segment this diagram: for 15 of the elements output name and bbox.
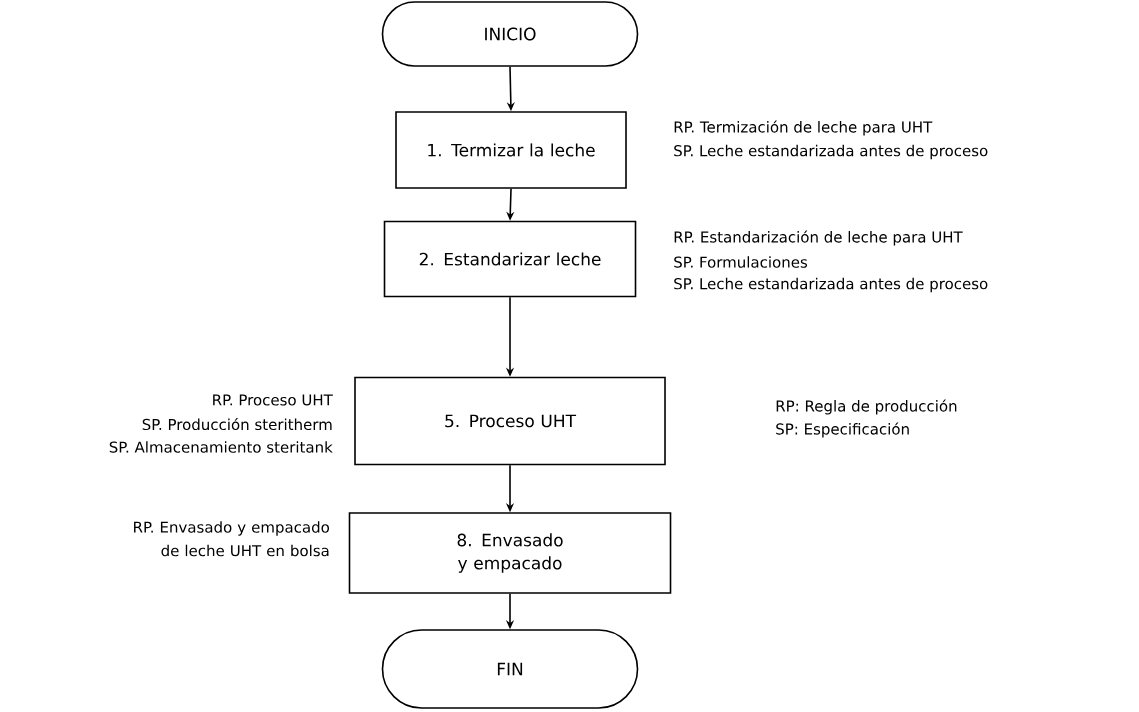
legend-note: SP: Especificación (776, 422, 909, 438)
side-note: RP. Estandarización de leche para UHT (674, 230, 963, 246)
process-box: 2. Estandarizar leche (383, 220, 637, 298)
side-note: SP. Almacenamiento steritank (109, 441, 333, 453)
side-note: RP. Proceso UHT (213, 394, 333, 406)
side-note: RP. Envasado y empacado de leche UHT en bolsa (134, 521, 329, 557)
legend-note: RP: Regla de producción (776, 399, 957, 415)
side-note: SP. Producción steritherm (142, 417, 332, 431)
side-note: SP. Leche estandarizada antes de proceso (674, 144, 988, 160)
process-box: 8. Envasado y empacado (348, 512, 672, 594)
side-note: SP. Leche estandarizada antes de proceso (674, 277, 988, 293)
side-note: SP. Formulaciones (674, 256, 808, 268)
process-box: 1. Termizar la leche (395, 111, 627, 189)
side-note: RP. Termización de leche para UHT (674, 120, 933, 136)
process-box: 5. Proceso UHT (354, 376, 666, 466)
